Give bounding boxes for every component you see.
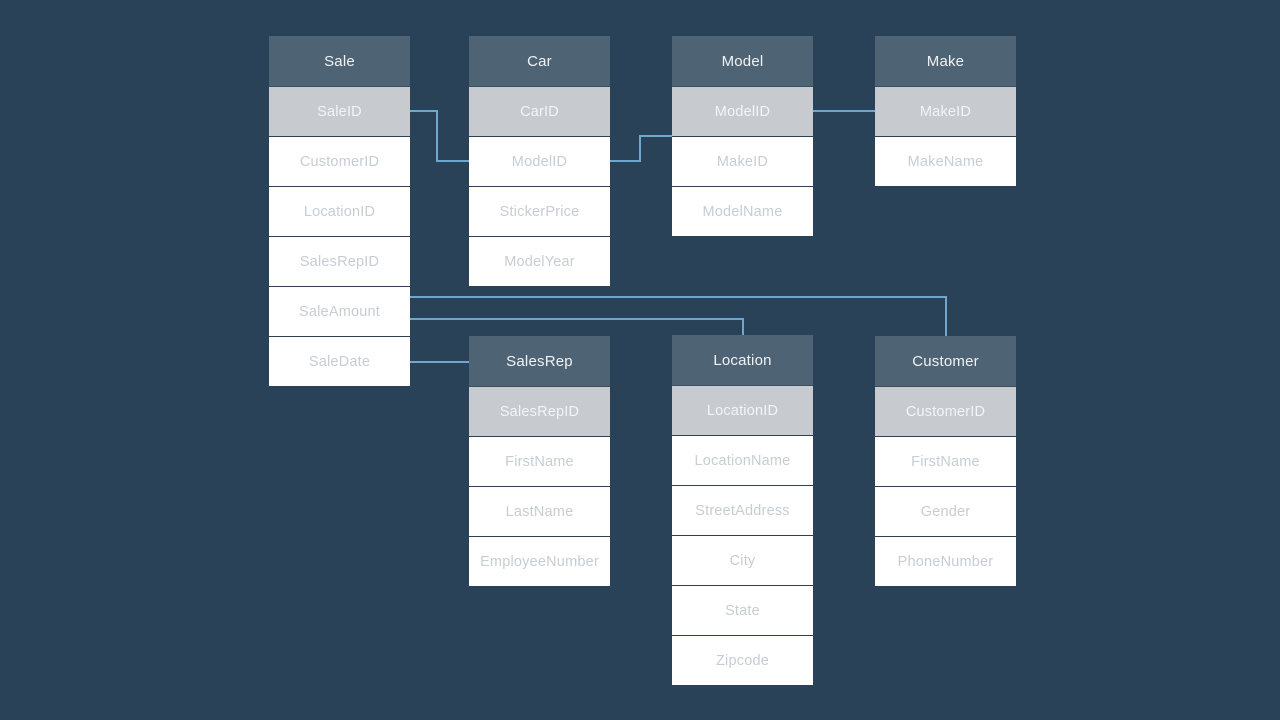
field-location-locationname[interactable]: LocationName [672,435,813,485]
field-car-stickerprice[interactable]: StickerPrice [469,186,610,236]
relationship-line-sale-car [409,110,471,162]
field-model-makeid[interactable]: MakeID [672,136,813,186]
primary-key-field-car-carid[interactable]: CarID [469,86,610,136]
primary-key-field-sale-saleid[interactable]: SaleID [269,86,410,136]
table-title-make: Make [875,36,1016,86]
table-title-car: Car [469,36,610,86]
primary-key-field-customer-customerid[interactable]: CustomerID [875,386,1016,436]
field-salesrep-firstname[interactable]: FirstName [469,436,610,486]
field-salesrep-lastname[interactable]: LastName [469,486,610,536]
field-location-state[interactable]: State [672,585,813,635]
table-title-sale: Sale [269,36,410,86]
field-make-makename[interactable]: MakeName [875,136,1016,186]
table-title-model: Model [672,36,813,86]
field-salesrep-employeenumber[interactable]: EmployeeNumber [469,536,610,586]
relationship-line-car-model [608,135,673,162]
relationship-line-sale-location [409,318,744,337]
field-customer-phonenumber[interactable]: PhoneNumber [875,536,1016,586]
field-sale-saledate[interactable]: SaleDate [269,336,410,386]
field-location-streetaddress[interactable]: StreetAddress [672,485,813,535]
field-customer-firstname[interactable]: FirstName [875,436,1016,486]
field-model-modelname[interactable]: ModelName [672,186,813,236]
table-title-salesrep: SalesRep [469,336,610,386]
field-location-city[interactable]: City [672,535,813,585]
field-customer-gender[interactable]: Gender [875,486,1016,536]
primary-key-field-location-locationid[interactable]: LocationID [672,385,813,435]
primary-key-field-salesrep-salesrepid[interactable]: SalesRepID [469,386,610,436]
field-car-modelid[interactable]: ModelID [469,136,610,186]
field-location-zipcode[interactable]: Zipcode [672,635,813,685]
table-title-location: Location [672,335,813,385]
field-sale-saleamount[interactable]: SaleAmount [269,286,410,336]
field-car-modelyear[interactable]: ModelYear [469,236,610,286]
primary-key-field-model-modelid[interactable]: ModelID [672,86,813,136]
field-sale-locationid[interactable]: LocationID [269,186,410,236]
relationship-line-sale-customer [409,296,947,338]
primary-key-field-make-makeid[interactable]: MakeID [875,86,1016,136]
table-title-customer: Customer [875,336,1016,386]
field-sale-salesrepid[interactable]: SalesRepID [269,236,410,286]
field-sale-customerid[interactable]: CustomerID [269,136,410,186]
